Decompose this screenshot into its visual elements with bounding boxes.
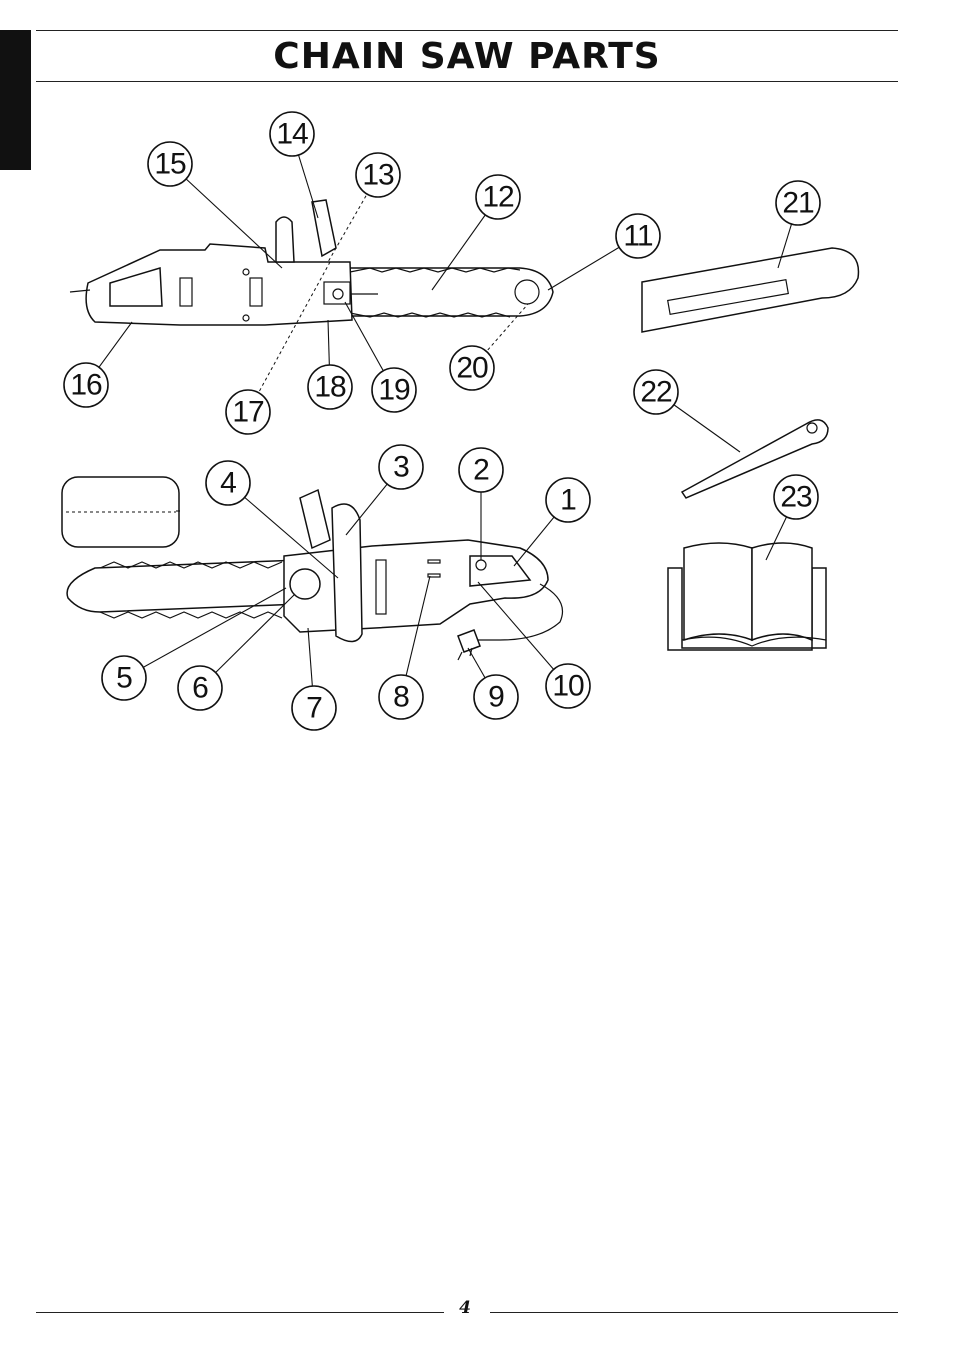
callout-8: 8 xyxy=(378,674,424,720)
callout-23: 23 xyxy=(773,474,819,520)
callout-22: 22 xyxy=(633,369,679,415)
svg-text:2: 2 xyxy=(473,454,489,487)
svg-text:22: 22 xyxy=(640,376,672,409)
svg-text:14: 14 xyxy=(276,118,308,151)
svg-text:3: 3 xyxy=(393,451,409,484)
callout-7: 7 xyxy=(291,685,337,731)
callout-19: 19 xyxy=(371,367,417,413)
svg-text:15: 15 xyxy=(154,148,186,181)
chain-guard xyxy=(641,247,860,333)
svg-text:8: 8 xyxy=(393,681,409,714)
label-tag xyxy=(61,476,180,548)
footer-rule-left xyxy=(36,1312,444,1313)
svg-text:1: 1 xyxy=(560,484,576,517)
callout-18: 18 xyxy=(307,364,353,410)
svg-text:17: 17 xyxy=(232,396,264,429)
wrench-tool xyxy=(680,419,829,499)
callout-12: 12 xyxy=(475,174,521,220)
svg-text:7: 7 xyxy=(306,692,322,725)
svg-text:9: 9 xyxy=(488,681,504,714)
header-bottom-rule xyxy=(36,81,898,82)
svg-text:18: 18 xyxy=(314,371,346,404)
callout-10: 10 xyxy=(545,663,591,709)
callout-20: 20 xyxy=(449,345,495,391)
header-top-rule xyxy=(36,30,898,31)
language-tab xyxy=(0,30,31,170)
instruction-manual xyxy=(667,542,827,651)
callout-4: 4 xyxy=(205,460,251,506)
callout-1: 1 xyxy=(545,477,591,523)
callout-2: 2 xyxy=(458,447,504,493)
svg-text:10: 10 xyxy=(552,670,584,703)
svg-text:6: 6 xyxy=(192,672,208,705)
svg-text:21: 21 xyxy=(782,187,814,220)
svg-text:23: 23 xyxy=(780,481,812,514)
callout-5: 5 xyxy=(101,655,147,701)
callout-9: 9 xyxy=(473,674,519,720)
callout-16: 16 xyxy=(63,362,109,408)
chain-saw-bottom-view xyxy=(66,488,564,661)
page-title: CHAIN SAW PARTS xyxy=(273,36,661,77)
svg-text:4: 4 xyxy=(220,467,236,500)
callout-21: 21 xyxy=(775,180,821,226)
callout-6: 6 xyxy=(177,665,223,711)
callout-3: 3 xyxy=(378,444,424,490)
page-number: 4 xyxy=(459,1298,471,1318)
svg-text:20: 20 xyxy=(456,352,488,385)
callout-15: 15 xyxy=(147,141,193,187)
svg-text:12: 12 xyxy=(482,181,514,214)
svg-text:16: 16 xyxy=(70,369,102,402)
callout-17: 17 xyxy=(225,389,271,435)
svg-text:13: 13 xyxy=(362,159,394,192)
footer-rule-right xyxy=(490,1312,898,1313)
chain-saw-top-view xyxy=(69,199,554,326)
callout-13: 13 xyxy=(355,152,401,198)
callout-14: 14 xyxy=(269,111,315,157)
svg-text:11: 11 xyxy=(623,220,652,253)
svg-text:19: 19 xyxy=(378,374,410,407)
svg-text:5: 5 xyxy=(116,662,132,695)
callout-11: 11 xyxy=(615,213,661,259)
